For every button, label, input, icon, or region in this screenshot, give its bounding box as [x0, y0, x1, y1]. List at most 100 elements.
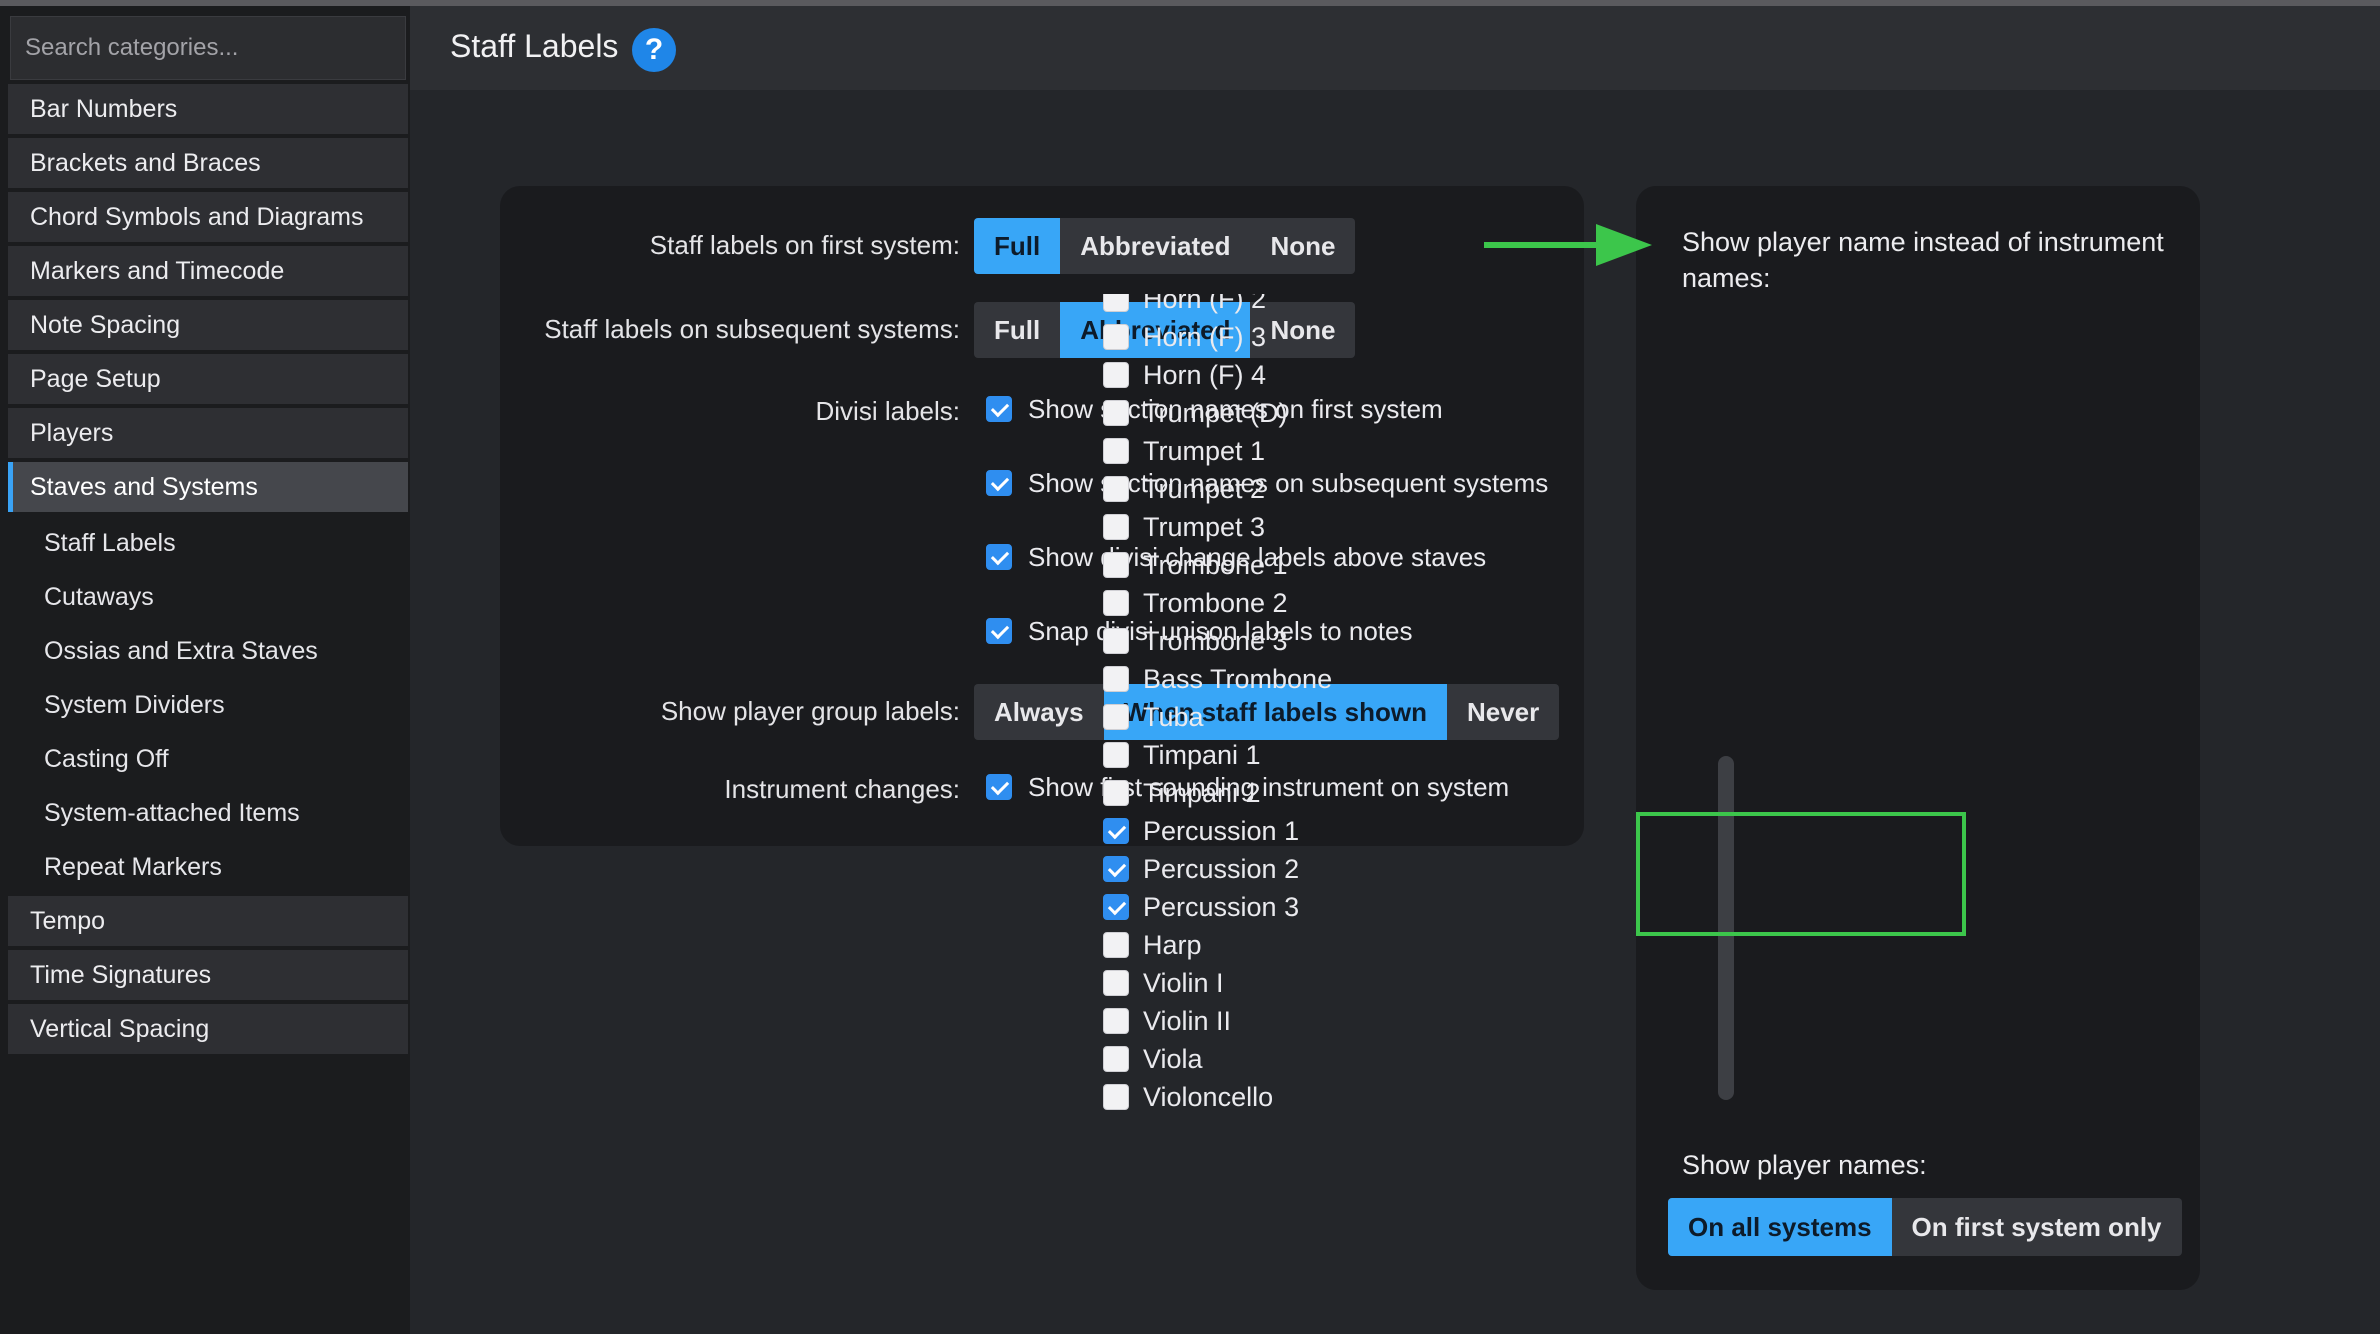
category-chord-symbols[interactable]: Chord Symbols and Diagrams — [8, 192, 408, 242]
checkbox-checked-icon — [986, 618, 1012, 644]
player-group-when-shown-option[interactable]: When staff labels shown — [1103, 684, 1447, 740]
subcategory-system-dividers[interactable]: System Dividers — [44, 691, 225, 719]
first-system-none-option[interactable]: None — [1270, 231, 1336, 261]
instrument-checkbox[interactable]: Horn (F) 3 — [1103, 318, 1266, 356]
category-vertical-spacing[interactable]: Vertical Spacing — [8, 1004, 408, 1054]
player-group-always-option[interactable]: Always — [994, 697, 1084, 727]
category-note-spacing[interactable]: Note Spacing — [8, 300, 408, 350]
instrument-checkbox[interactable]: Trumpet 3 — [1103, 508, 1265, 546]
instrument-checkbox[interactable]: Percussion 1 — [1103, 812, 1299, 850]
heading-line: Show player name instead of instrument — [1682, 227, 2164, 257]
instrument-checkbox[interactable]: Violoncello — [1103, 1078, 1273, 1116]
subcategory-staff-labels[interactable]: Staff Labels — [44, 529, 176, 557]
subcategory-cutaways[interactable]: Cutaways — [44, 583, 154, 611]
checkbox-unchecked-icon — [1103, 628, 1129, 654]
instrument-name: Trumpet 1 — [1143, 435, 1266, 466]
subcategory-ossias[interactable]: Ossias and Extra Staves — [44, 637, 318, 665]
staff-labels-options-panel: Staff labels on first system: Full Abbre… — [500, 186, 1584, 846]
checkbox-unchecked-icon — [1103, 704, 1129, 730]
category-page-setup[interactable]: Page Setup — [8, 354, 408, 404]
instrument-checkbox[interactable]: Violin I — [1103, 964, 1224, 1002]
instrument-name: Trombone 2 — [1143, 587, 1288, 618]
instrument-name: Violin II — [1143, 1005, 1232, 1036]
instrument-name: Trumpet 2 — [1143, 473, 1266, 504]
search-input[interactable] — [10, 16, 406, 80]
checkbox-label: Snap divisi unison labels to notes — [1028, 615, 1413, 646]
category-tempo[interactable]: Tempo — [8, 896, 408, 946]
instrument-checkbox[interactable]: Percussion 2 — [1103, 850, 1299, 888]
instrument-name: Viola — [1143, 1043, 1203, 1074]
subsequent-none-option[interactable]: None — [1270, 315, 1336, 345]
checkbox-checked-icon — [1103, 856, 1129, 882]
help-icon[interactable]: ? — [632, 28, 676, 72]
instrument-checkbox[interactable]: Timpani 1 — [1103, 736, 1261, 774]
instrument-checkbox[interactable]: Harp — [1103, 926, 1202, 964]
heading-line: names: — [1682, 263, 1771, 293]
instrument-name: Violin I — [1143, 967, 1224, 998]
instrument-checkbox-list[interactable]: Horn (F) 2 Horn (F) 3 Horn (F) 4 Trumpet (D… — [1103, 294, 1523, 1164]
instrument-checkbox[interactable]: Trombone 2 — [1103, 584, 1288, 622]
checkbox-checked-icon — [986, 396, 1012, 422]
instrument-checkbox[interactable]: Viola — [1103, 1040, 1203, 1078]
category-staves-and-systems[interactable]: Staves and Systems — [8, 462, 408, 512]
subcategory-casting-off[interactable]: Casting Off — [44, 745, 169, 773]
checkbox-unchecked-icon — [1103, 780, 1129, 806]
instrument-checkbox[interactable]: Horn (F) 2 — [1103, 294, 1266, 318]
instrument-changes-label: Instrument changes: — [724, 774, 960, 804]
instrument-checkbox[interactable]: Trumpet (D) — [1103, 394, 1288, 432]
instrument-checkbox[interactable]: Tuba — [1103, 698, 1204, 736]
first-system-full-option[interactable]: Full — [974, 218, 1061, 274]
percussion-highlight-box — [1636, 812, 1966, 936]
show-player-names-segmented-control: On all systems On first system only — [1668, 1198, 2182, 1256]
instrument-list-scrollbar[interactable] — [1718, 756, 1734, 1100]
checkbox-unchecked-icon — [1103, 742, 1129, 768]
instrument-checkbox[interactable]: Horn (F) 4 — [1103, 356, 1266, 394]
instrument-checkbox[interactable]: Trumpet 2 — [1103, 470, 1265, 508]
player-group-segmented-control: Always When staff labels shown Never — [974, 684, 1560, 740]
instrument-name: Percussion 1 — [1143, 815, 1300, 846]
divisi-snap-unison-checkbox[interactable]: Snap divisi unison labels to notes — [986, 614, 1412, 648]
instrument-name: Violoncello — [1143, 1081, 1274, 1112]
first-system-abbreviated-option[interactable]: Abbreviated — [1080, 231, 1231, 261]
category-time-signatures[interactable]: Time Signatures — [8, 950, 408, 1000]
instrument-checkbox[interactable]: Percussion 3 — [1103, 888, 1299, 926]
subsequent-full-option[interactable]: Full — [994, 315, 1041, 345]
category-brackets-and-braces[interactable]: Brackets and Braces — [8, 138, 408, 188]
category-players[interactable]: Players — [8, 408, 408, 458]
category-markers-and-timecode[interactable]: Markers and Timecode — [8, 246, 408, 296]
instrument-name: Trumpet 3 — [1143, 511, 1266, 542]
checkbox-unchecked-icon — [1103, 666, 1129, 692]
instrument-checkbox[interactable]: Violin II — [1103, 1002, 1231, 1040]
page-title: Staff Labels — [450, 28, 619, 64]
checkbox-unchecked-icon — [1103, 514, 1129, 540]
checkbox-unchecked-icon — [1103, 324, 1129, 350]
instrument-name: Horn (F) 3 — [1143, 321, 1267, 352]
category-bar-numbers[interactable]: Bar Numbers — [8, 84, 408, 134]
player-names-heading: Show player name instead of instrument n… — [1682, 224, 2164, 296]
checkbox-unchecked-icon — [1103, 970, 1129, 996]
checkbox-checked-icon — [986, 774, 1012, 800]
subcategory-system-attached-items[interactable]: System-attached Items — [44, 799, 300, 827]
player-names-panel: Show player name instead of instrument n… — [1636, 186, 2200, 1290]
instrument-name: Timpani 1 — [1143, 739, 1261, 770]
checkbox-checked-icon — [1103, 894, 1129, 920]
instrument-checkbox[interactable]: Trombone 3 — [1103, 622, 1288, 660]
subsequent-systems-label: Staff labels on subsequent systems: — [544, 314, 960, 344]
instrument-checkbox[interactable]: Bass Trombone — [1103, 660, 1332, 698]
instrument-checkbox[interactable]: Trumpet 1 — [1103, 432, 1265, 470]
instrument-name: Horn (F) 4 — [1143, 359, 1267, 390]
instrument-name: Harp — [1143, 929, 1202, 960]
subcategory-repeat-markers[interactable]: Repeat Markers — [44, 853, 222, 881]
instrument-checkbox[interactable]: Timpani 2 — [1103, 774, 1261, 812]
player-group-never-option[interactable]: Never — [1466, 697, 1540, 727]
on-all-systems-option[interactable]: On all systems — [1668, 1198, 1892, 1256]
instrument-checkbox[interactable]: Trombone 1 — [1103, 546, 1288, 584]
category-sidebar: Bar Numbers Brackets and Braces Chord Sy… — [0, 6, 410, 1334]
window-top-edge — [0, 0, 2380, 6]
checkbox-unchecked-icon — [1103, 590, 1129, 616]
checkbox-unchecked-icon — [1103, 1084, 1129, 1110]
on-first-system-only-option[interactable]: On first system only — [1911, 1212, 2162, 1242]
divisi-first-system-checkbox[interactable]: Show section names on first system — [986, 392, 1443, 426]
checkbox-checked-icon — [986, 544, 1012, 570]
show-player-names-label: Show player names: — [1682, 1150, 1927, 1180]
